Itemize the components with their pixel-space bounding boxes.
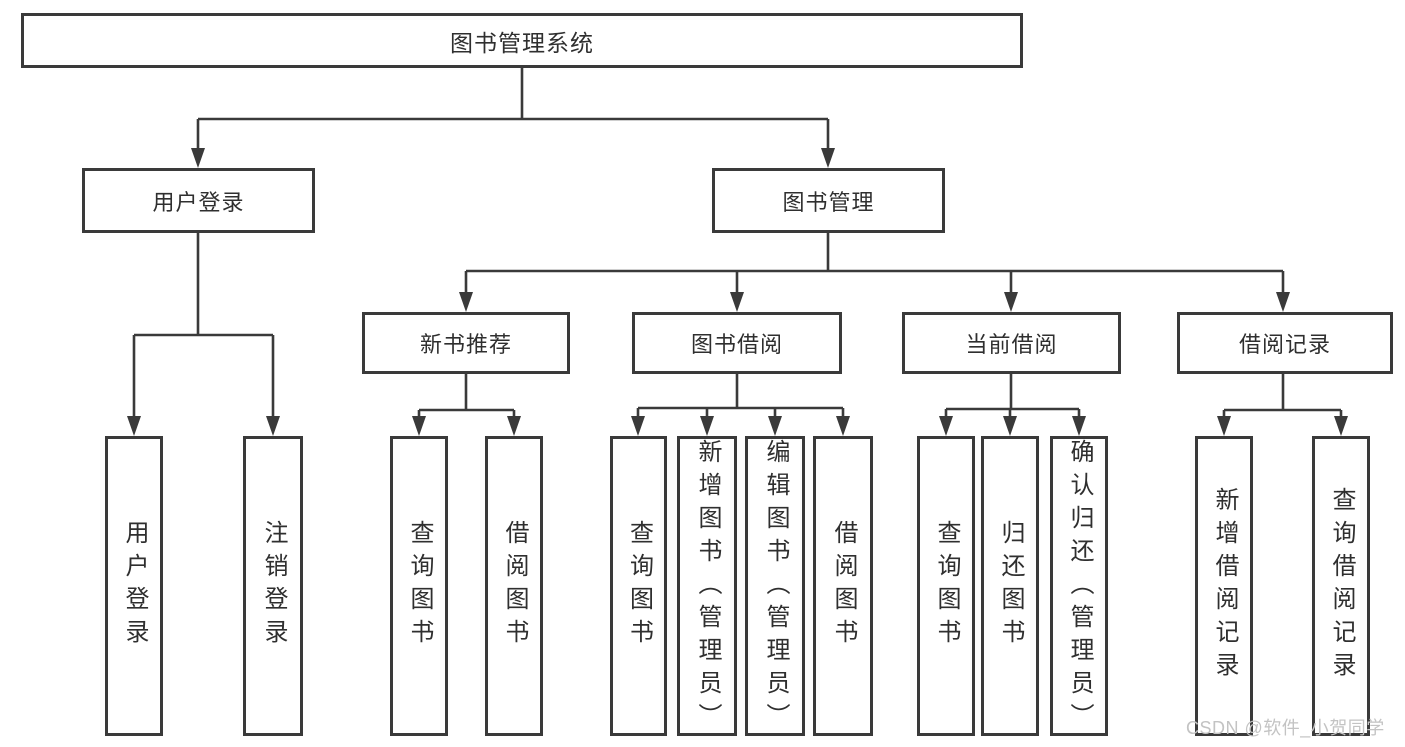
leaf-user-login: 用户登录 (105, 436, 163, 736)
node-book-management-label: 图书管理 (782, 189, 875, 215)
leaf-logout-label: 注销登录 (260, 520, 287, 652)
node-current-borrow-label: 当前借阅 (965, 332, 1058, 357)
node-user-login-label: 用户登录 (152, 189, 245, 215)
leaf-cb-confirm-return: 确认归还（管理员） (1050, 436, 1108, 736)
node-current-borrow: 当前借阅 (902, 312, 1121, 374)
leaf-br-query-record-label: 查询借阅记录 (1328, 487, 1355, 685)
leaf-bb-query-book: 查询图书 (610, 436, 667, 736)
leaf-logout: 注销登录 (243, 436, 303, 736)
node-borrow-records-label: 借阅记录 (1238, 332, 1331, 357)
leaf-nbr-borrow-book-label: 借阅图书 (501, 520, 528, 652)
node-book-borrow: 图书借阅 (632, 312, 842, 374)
leaf-nbr-query-book: 查询图书 (390, 436, 448, 736)
node-book-management: 图书管理 (712, 168, 945, 233)
node-new-book-recommend-label: 新书推荐 (419, 332, 512, 357)
leaf-cb-return-book: 归还图书 (981, 436, 1039, 736)
leaf-user-login-label: 用户登录 (121, 520, 148, 652)
leaf-nbr-query-book-label: 查询图书 (406, 520, 433, 652)
node-book-borrow-label: 图书借阅 (690, 332, 783, 357)
leaf-cb-query-book-label: 查询图书 (933, 520, 960, 652)
node-root-label: 图书管理系统 (450, 29, 594, 56)
node-borrow-records: 借阅记录 (1177, 312, 1393, 374)
leaf-bb-edit-book: 编辑图书（管理员） (745, 436, 805, 736)
leaf-bb-edit-book-label: 编辑图书（管理员） (762, 439, 789, 736)
leaf-cb-query-book: 查询图书 (917, 436, 975, 736)
leaf-bb-query-book-label: 查询图书 (625, 520, 653, 652)
csdn-watermark: CSDN @软件_小贺同学 (1186, 718, 1385, 738)
leaf-bb-add-book: 新增图书（管理员） (677, 436, 737, 736)
leaf-bb-borrow-book-label: 借阅图书 (830, 520, 857, 652)
node-root: 图书管理系统 (21, 13, 1023, 68)
node-new-book-recommend: 新书推荐 (362, 312, 570, 374)
leaf-br-query-record: 查询借阅记录 (1312, 436, 1370, 736)
leaf-bb-add-book-label: 新增图书（管理员） (694, 439, 721, 736)
leaf-cb-confirm-return-label: 确认归还（管理员） (1066, 439, 1093, 736)
leaf-bb-borrow-book: 借阅图书 (813, 436, 873, 736)
leaf-br-add-record-label: 新增借阅记录 (1211, 487, 1238, 685)
leaf-nbr-borrow-book: 借阅图书 (485, 436, 543, 736)
leaf-cb-return-book-label: 归还图书 (997, 520, 1024, 652)
node-user-login: 用户登录 (82, 168, 315, 233)
leaf-br-add-record: 新增借阅记录 (1195, 436, 1253, 736)
